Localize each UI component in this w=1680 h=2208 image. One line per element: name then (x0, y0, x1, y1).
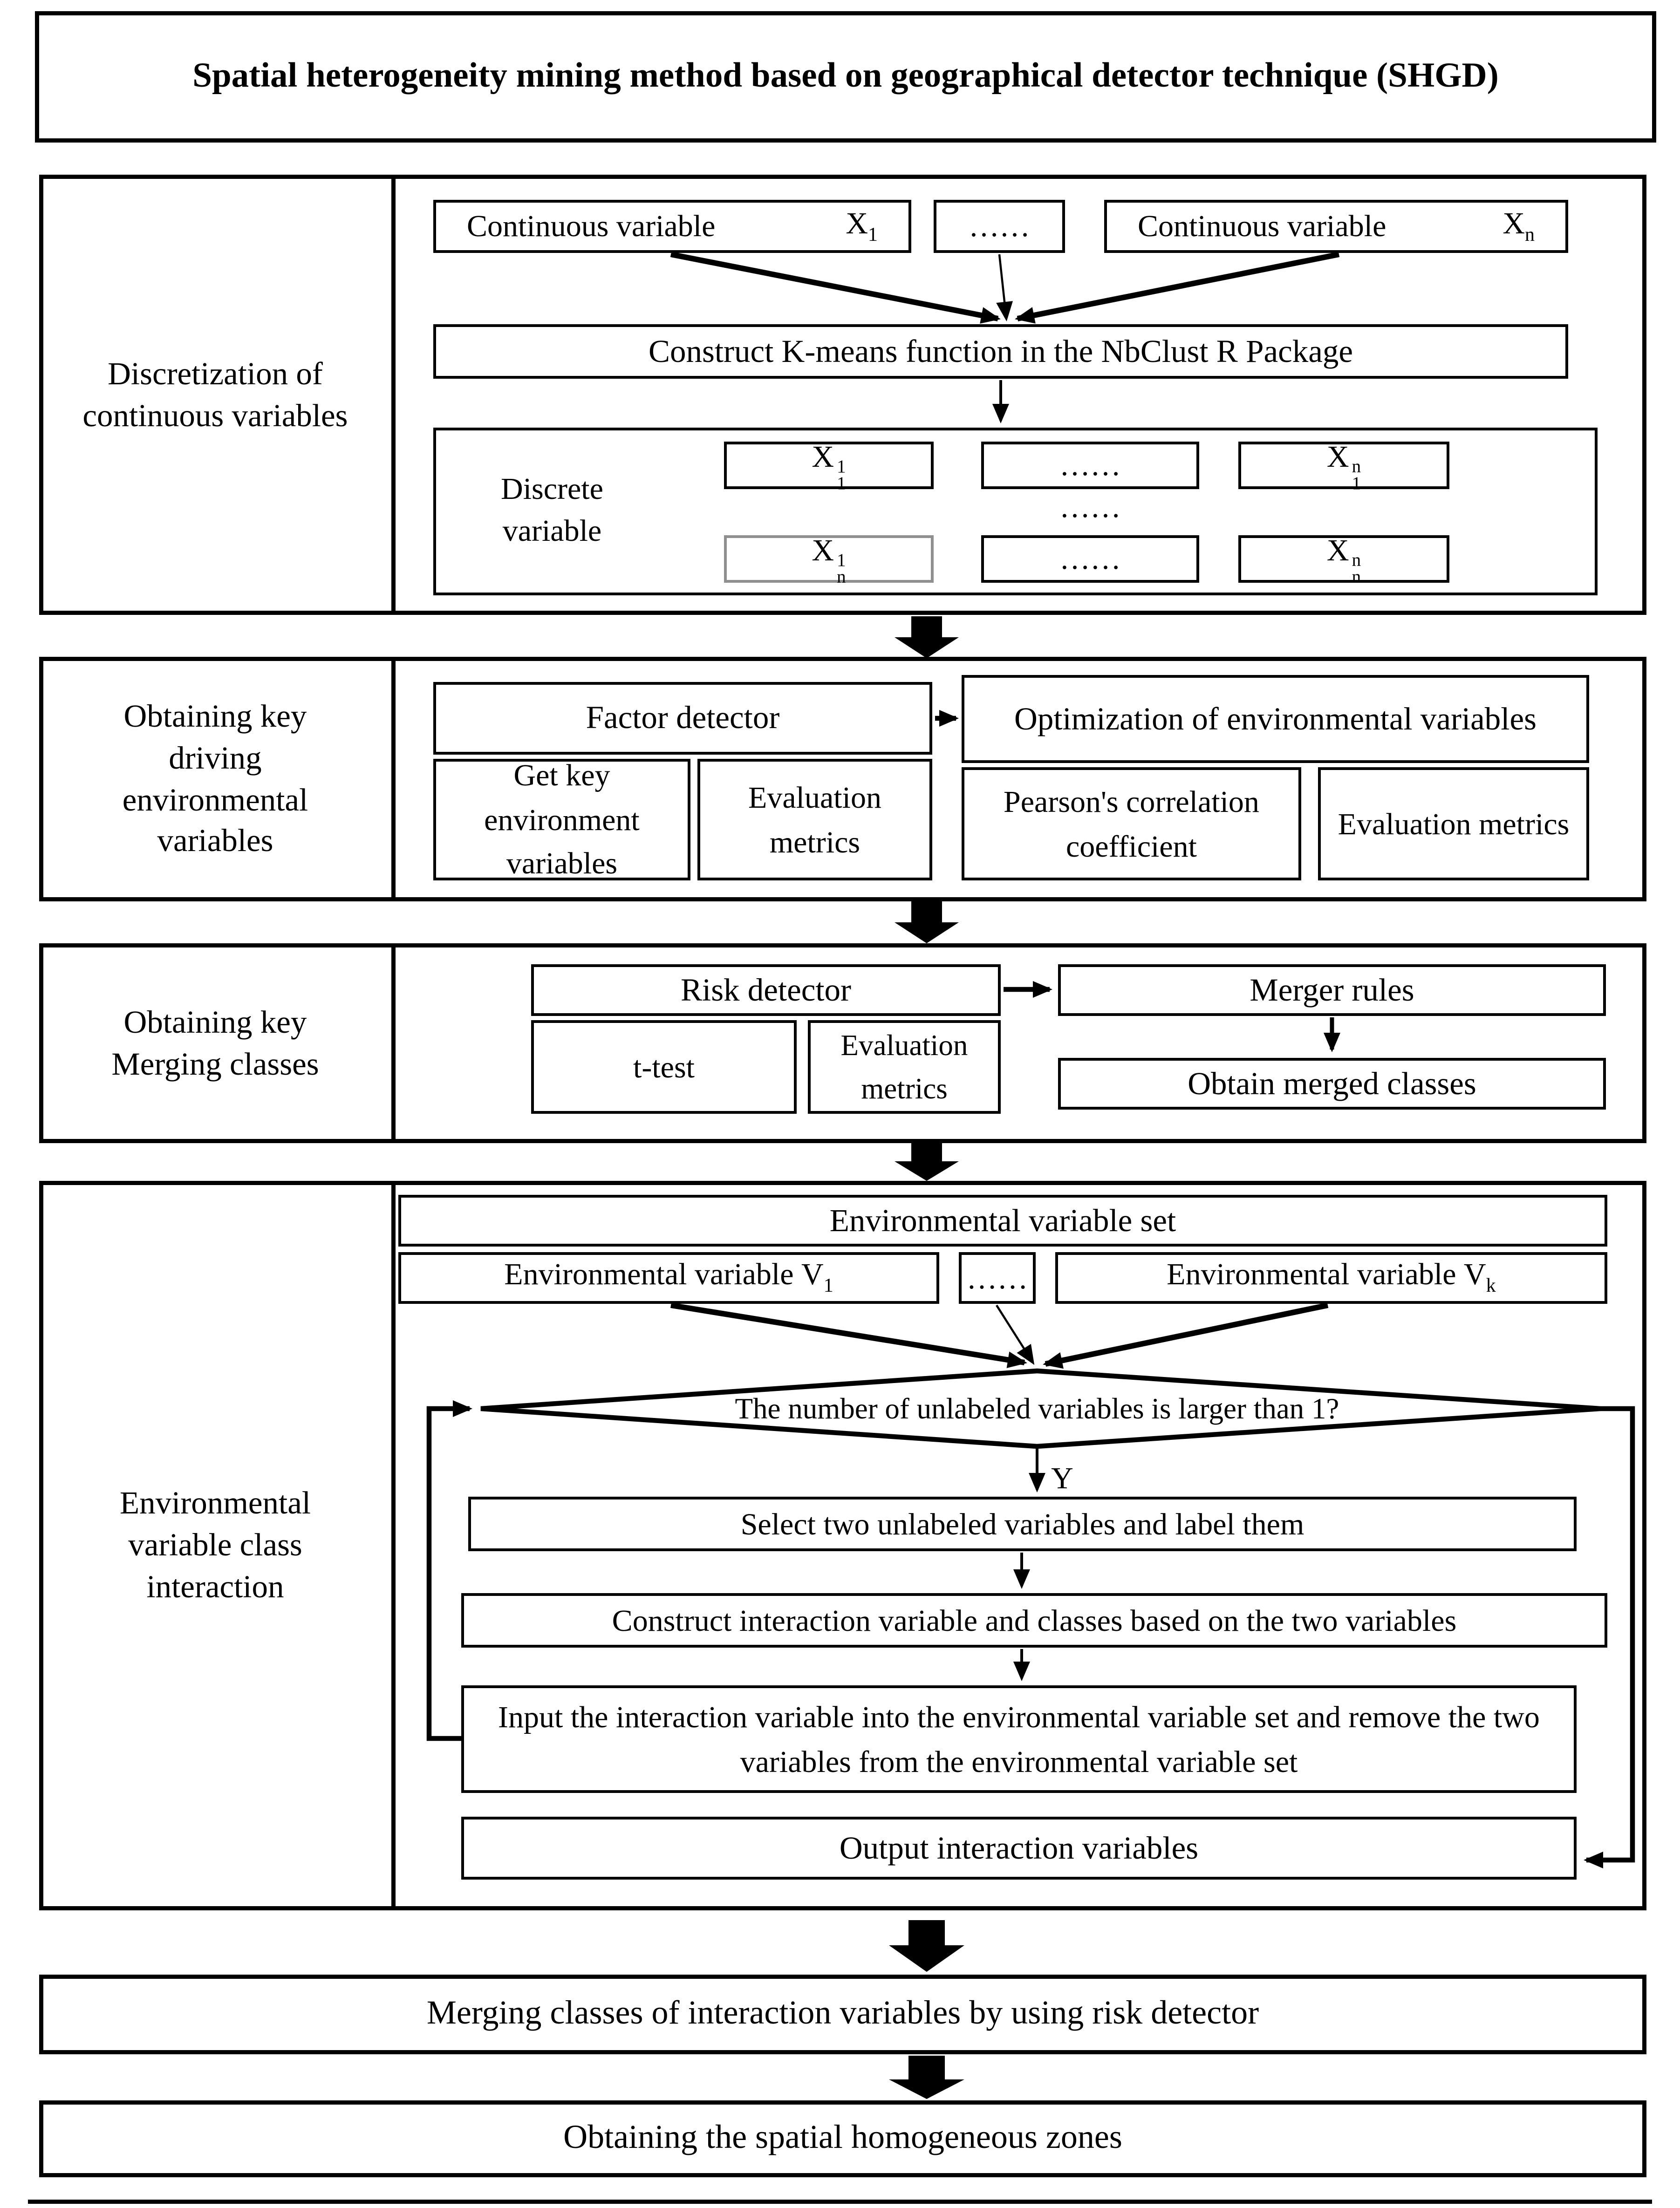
construct-interaction-label: Construct interaction variable and class… (612, 1602, 1457, 1637)
kmeans-box: Construct K-means function in the NbClus… (433, 324, 1568, 379)
environmental-variable-vk-box: Environmental variable Vk (1055, 1252, 1607, 1304)
evaluation-metrics-label: Evaluation metrics (748, 779, 881, 859)
block-arrow-section2-to-section3 (895, 901, 959, 943)
input-interaction-label: Input the interaction variable into the … (498, 1698, 1540, 1779)
merger-rules-label: Merger rules (1250, 972, 1414, 1007)
t-test-box: t-test (531, 1020, 797, 1114)
continuous-variable-label: Continuous variable (467, 208, 716, 243)
spatial-homogeneous-zones-box: Obtaining the spatial homogeneous zones (39, 2100, 1646, 2177)
x1-symbol: X1 (846, 205, 878, 246)
continuous-variable-xn-box: Continuous variable Xn (1104, 200, 1568, 253)
continuous-variable-x1-box: Continuous variable X1 (433, 200, 911, 253)
section1-label: Discretization of continuous variables (82, 355, 348, 433)
factor-detector-box: Factor detector (433, 682, 932, 755)
diagram-title-box: Spatial heterogeneity mining method base… (35, 11, 1656, 143)
section3-label: Obtaining key Merging classes (111, 1004, 319, 1081)
evaluation-metrics-label: Evaluation metrics (1338, 805, 1570, 841)
t-test-label: t-test (633, 1049, 695, 1084)
section4-label: Environmental variable class interaction (119, 1486, 311, 1604)
bottom-border-line (28, 2200, 1652, 2204)
obtain-merged-classes-box: Obtain merged classes (1058, 1058, 1606, 1110)
block-arrow-section4-to-merging (889, 1920, 964, 1972)
evaluation-metrics-box-1: Evaluation metrics (697, 759, 932, 880)
v1-symbol: Environmental variable V1 (504, 1256, 833, 1298)
get-key-label: Get key environment variables (484, 757, 640, 881)
evaluation-metrics-label: Evaluation metrics (840, 1029, 968, 1105)
diagram-title: Spatial heterogeneity mining method base… (192, 57, 1499, 95)
vk-symbol: Environmental variable Vk (1167, 1256, 1496, 1298)
block-arrow-section3-to-section4 (895, 1143, 959, 1181)
decision-yes-label: Y (1051, 1460, 1073, 1495)
continuous-variable-label: Continuous variable (1138, 208, 1386, 243)
section4-divider (391, 1181, 396, 1910)
section2-label: Obtaining key driving environmental vari… (122, 698, 308, 859)
environmental-variable-set-label: Environmental variable set (829, 1202, 1176, 1238)
continuous-ellipsis-box: …… (934, 200, 1065, 253)
block-arrow-merging-to-zones (889, 2056, 964, 2099)
evaluation-metrics-box-3: Evaluation metrics (808, 1020, 1001, 1114)
ellipsis: …… (1059, 447, 1121, 482)
construct-interaction-box: Construct interaction variable and class… (461, 1593, 1607, 1648)
discrete-middle-ellipsis: …… (1059, 489, 1121, 524)
pearson-box: Pearson's correlation coefficient (962, 767, 1301, 880)
environmental-variable-set-box: Environmental variable set (398, 1195, 1607, 1247)
risk-detector-box: Risk detector (531, 964, 1001, 1016)
obtain-merged-classes-label: Obtain merged classes (1188, 1065, 1476, 1101)
section1-divider (391, 175, 396, 615)
output-interaction-box: Output interaction variables (461, 1817, 1577, 1880)
ellipsis: …… (1059, 541, 1121, 576)
merging-interaction-variables-box: Merging classes of interaction variables… (39, 1975, 1646, 2054)
optimization-box: Optimization of environmental variables (962, 675, 1589, 763)
xn-symbol: Xn (1502, 205, 1535, 246)
decision-diamond-label: The number of unlabeled variables is lar… (735, 1391, 1339, 1425)
ellipsis: …… (966, 1260, 1028, 1295)
spatial-homogeneous-zones-label: Obtaining the spatial homogeneous zones (563, 2120, 1122, 2156)
risk-detector-label: Risk detector (681, 972, 851, 1007)
select-two-variables-box: Select two unlabeled variables and label… (468, 1497, 1577, 1551)
merging-interaction-variables-label: Merging classes of interaction variables… (426, 1996, 1259, 2032)
evaluation-metrics-box-2: Evaluation metrics (1318, 767, 1589, 880)
input-interaction-box: Input the interaction variable into the … (461, 1685, 1577, 1793)
get-key-env-variables-box: Get key environment variables (433, 757, 690, 881)
env-ellipsis-box: …… (959, 1252, 1036, 1304)
section3-divider (391, 943, 396, 1143)
ellipsis: …… (969, 208, 1030, 243)
select-two-variables-label: Select two unlabeled variables and label… (740, 1506, 1304, 1541)
discrete-row1-ellipsis-box: …… (981, 442, 1199, 489)
block-arrow-section1-to-section2 (895, 616, 959, 658)
merger-rules-box: Merger rules (1058, 964, 1606, 1016)
environmental-variable-v1-box: Environmental variable V1 (398, 1252, 939, 1304)
factor-detector-label: Factor detector (586, 700, 780, 735)
optimization-label: Optimization of environmental variables (1014, 701, 1537, 736)
discrete-row2-ellipsis-box: …… (981, 535, 1199, 583)
section2-divider (391, 657, 396, 901)
kmeans-label: Construct K-means function in the NbClus… (648, 333, 1353, 368)
pearson-label: Pearson's correlation coefficient (1004, 783, 1259, 863)
discrete-variable-label: Discrete variable (501, 471, 603, 548)
output-interaction-label: Output interaction variables (839, 1830, 1199, 1865)
